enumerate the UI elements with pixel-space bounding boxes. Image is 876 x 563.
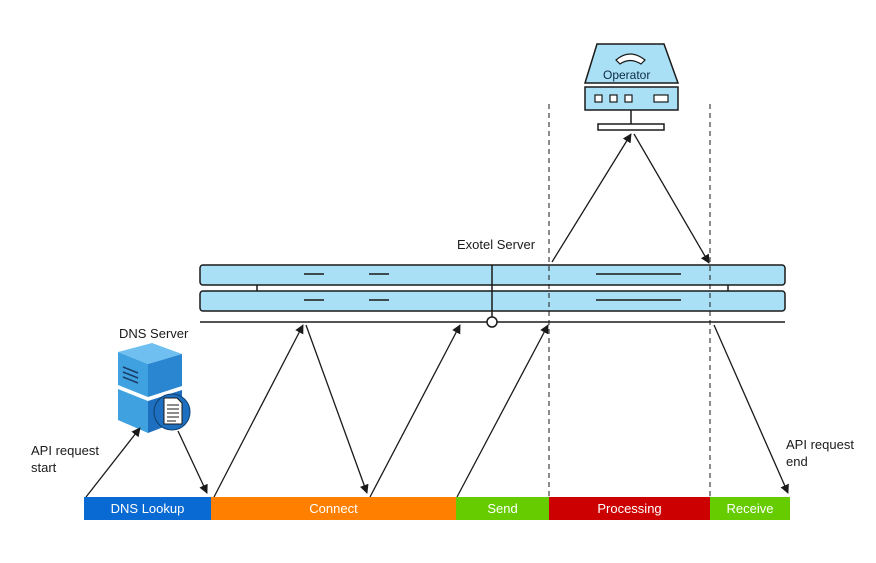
phase-connect: Connect [211,497,456,520]
exotel-server-rack [199,264,786,328]
document-icon [153,393,191,431]
phase-send: Send [456,497,549,520]
phase-timeline: DNS Lookup Connect Send Processing Recei… [84,497,790,520]
arrow-from-dns [177,430,208,494]
phase-label: Send [487,501,518,516]
phase-label: Receive [726,501,774,516]
arrow-connect-down [305,324,369,494]
phase-label: DNS Lookup [110,501,185,516]
phase-label: Connect [309,501,358,516]
arrow-connect-up-1 [213,324,304,498]
phase-processing: Processing [549,497,710,520]
dns-server-icon [118,343,191,433]
dns-server-label: DNS Server [119,326,189,341]
phase-label: Processing [597,501,662,516]
exotel-server-label: Exotel Server [457,237,536,252]
arrow-receive-down [713,324,789,494]
api-request-end-label: API request end [786,437,854,469]
phase-receive: Receive [710,497,790,520]
arrow-connect-up-2 [369,324,461,498]
arrow-to-dns [85,427,141,498]
api-request-start-label: API request start [31,443,99,475]
arrow-send-up [456,324,549,498]
network-node [486,316,498,328]
phase-dns-lookup: DNS Lookup [84,497,211,520]
operator-label: Operator [603,68,651,82]
phone-icon [615,53,646,65]
arrow-from-operator [633,133,710,264]
operator-terminal-icon [583,43,680,131]
arrow-to-operator [551,133,632,263]
flow-arrows [85,133,789,498]
